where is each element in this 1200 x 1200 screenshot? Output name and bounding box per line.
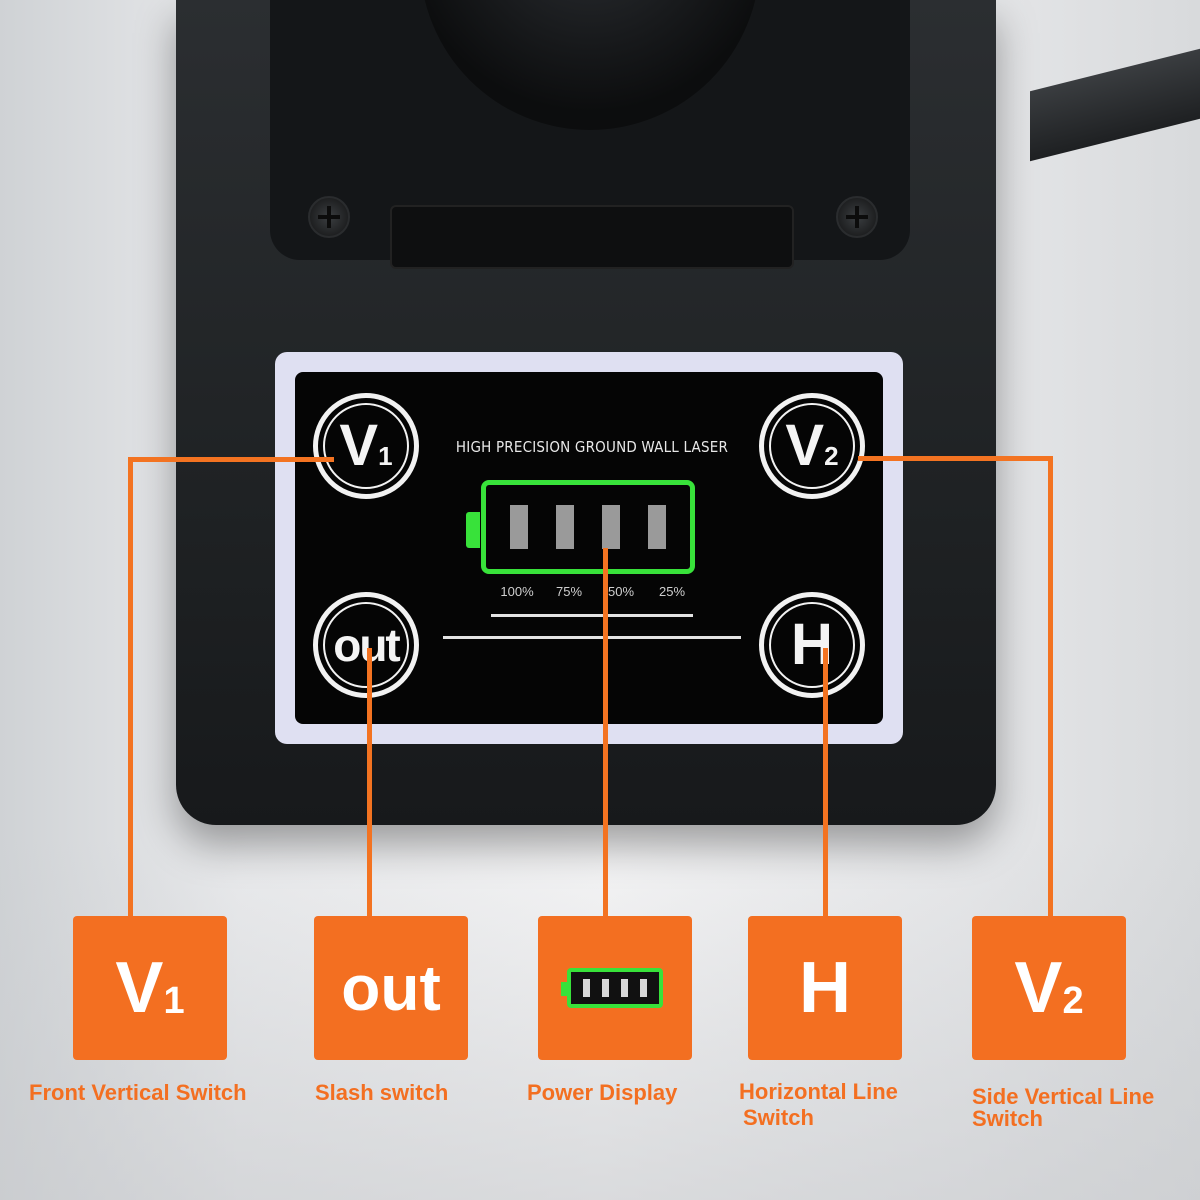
out-button-label: out [333, 619, 401, 671]
caption-h: Horizontal Line Switch [739, 1079, 898, 1131]
battery-cell [640, 979, 647, 997]
legend-box-h: H [748, 916, 902, 1060]
leader-line-h [823, 648, 828, 917]
caption-out: Slash switch [315, 1080, 449, 1105]
caption-power: Power Display [527, 1080, 678, 1105]
leader-line-out [367, 648, 372, 917]
battery-icon [561, 968, 663, 1008]
leader-line-v2 [1048, 456, 1053, 917]
h-button[interactable]: H [759, 592, 865, 698]
v1-button-label: V [339, 413, 379, 478]
laser-window [390, 205, 794, 269]
caption-v2-line1: Side Vertical Line [972, 1084, 1155, 1109]
screw-icon [308, 196, 350, 238]
battery-cell [602, 979, 609, 997]
battery-level-label: 100% [500, 584, 534, 599]
v2-button-label: V [785, 413, 825, 478]
battery-terminal [466, 512, 480, 548]
panel-divider [443, 636, 741, 639]
leader-line-v1 [128, 457, 133, 917]
battery-level-label: 75% [555, 584, 583, 599]
caption-v2: Side Vertical Line Switch [972, 1084, 1154, 1132]
battery-cell [621, 979, 628, 997]
battery-indicator [481, 480, 695, 574]
caption-h-line2: Switch [743, 1105, 814, 1130]
legend-box-power [538, 916, 692, 1060]
screw-icon [836, 196, 878, 238]
legend-v1-label: V [115, 948, 164, 1028]
battery-cell [583, 979, 590, 997]
caption-v2-line2: Switch [972, 1106, 1043, 1131]
battery-level-label: 25% [658, 584, 686, 599]
legend-v1-sub: 1 [163, 980, 185, 1022]
legend-v2-label: V [1014, 948, 1063, 1028]
battery-level-label: 50% [607, 584, 635, 599]
battery-cell [648, 505, 666, 549]
v2-button-sub: 2 [824, 441, 839, 471]
legend-v2-sub: 2 [1062, 980, 1084, 1022]
leader-line-power [603, 548, 608, 917]
caption-h-line1: Horizontal Line [739, 1079, 898, 1104]
caption-v1: Front Vertical Switch [29, 1080, 247, 1105]
panel-title: HIGH PRECISION GROUND WALL LASER [455, 438, 729, 456]
v1-button-sub: 1 [378, 441, 393, 471]
panel-divider [491, 614, 693, 617]
battery-cell [510, 505, 528, 549]
legend-h-label: H [799, 948, 851, 1028]
out-button[interactable]: out [313, 592, 419, 698]
legend-out-label: out [341, 952, 441, 1024]
leader-line-v1 [128, 457, 334, 462]
battery-cell [556, 505, 574, 549]
leader-line-v2 [858, 456, 1053, 461]
battery-cell [602, 505, 620, 549]
legend-box-out: out [314, 916, 468, 1060]
